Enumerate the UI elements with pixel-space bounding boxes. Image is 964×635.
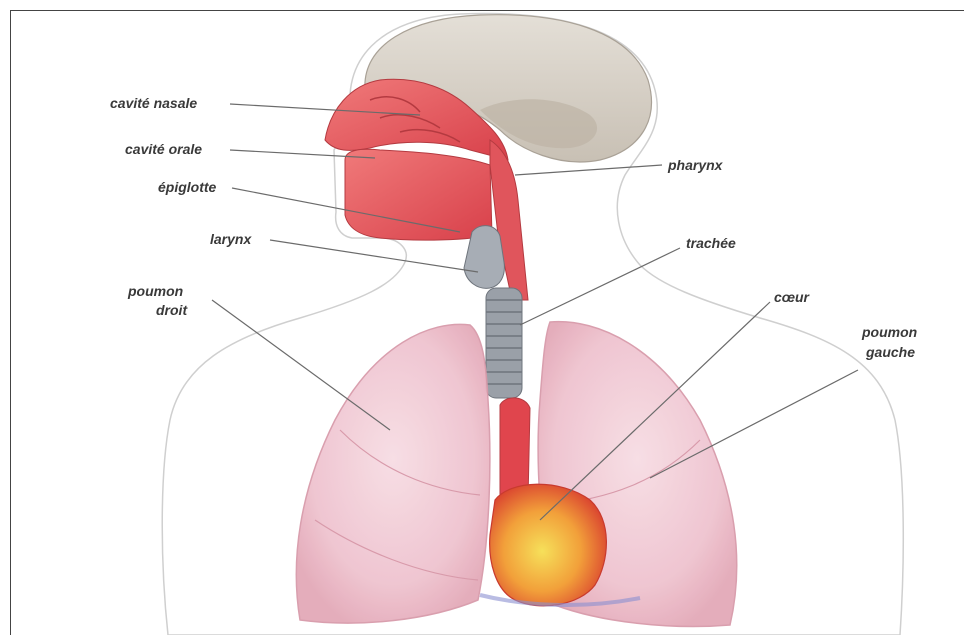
label-cavite-orale: cavité orale <box>125 141 202 157</box>
oral-cavity <box>345 149 492 240</box>
label-larynx: larynx <box>210 231 252 247</box>
label-poumon-gauche-line2: gauche <box>865 344 915 360</box>
trachea <box>486 288 522 398</box>
label-poumon-droit-line2: droit <box>156 302 188 318</box>
label-cavite-nasale: cavité nasale <box>110 95 197 111</box>
label-poumon-gauche-line1: poumon <box>861 324 917 340</box>
label-epiglotte: épiglotte <box>158 179 217 195</box>
label-trachee: trachée <box>686 235 736 251</box>
label-pharynx: pharynx <box>667 157 724 173</box>
heart <box>490 484 607 606</box>
label-poumon-droit-line1: poumon <box>127 283 183 299</box>
label-coeur: cœur <box>774 289 811 305</box>
